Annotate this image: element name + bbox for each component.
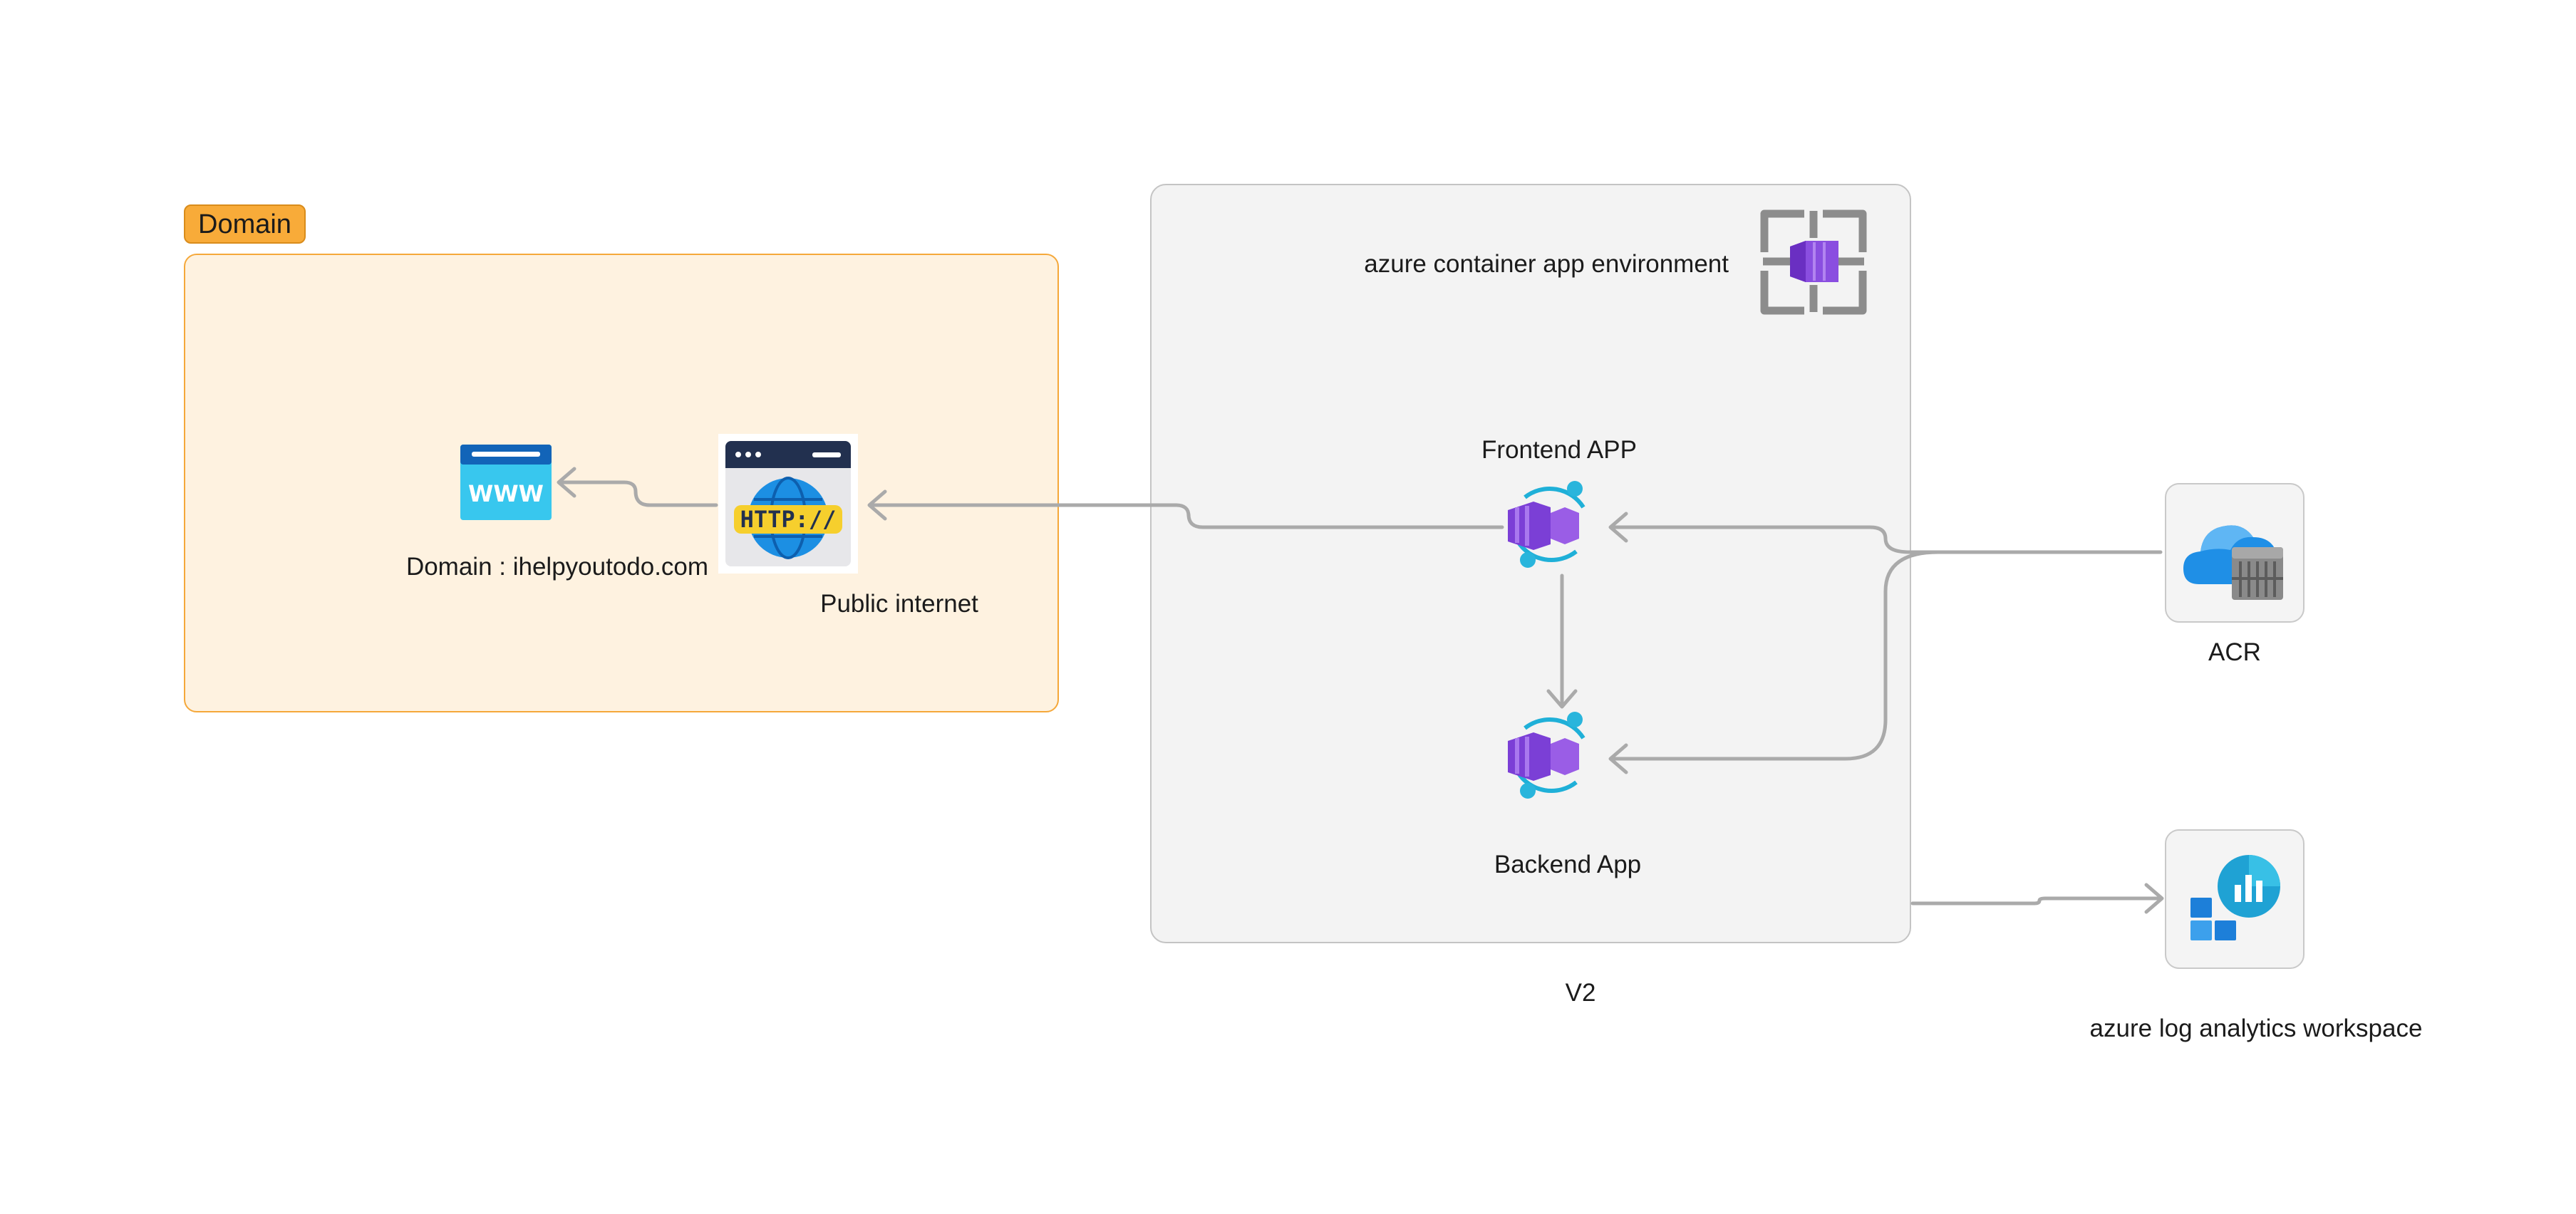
- acr-label: ACR: [2208, 638, 2261, 666]
- edge-acr-to-backend: [1610, 550, 1940, 761]
- svg-text:WWW: WWW: [468, 480, 544, 507]
- container-app-environment-icon: [1760, 209, 1867, 315]
- log-analytics-icon: [2190, 855, 2280, 940]
- edge-public-internet-to-www-arrow: [557, 467, 576, 498]
- edge-acr-to-frontend: [1610, 525, 2163, 554]
- svg-text:HTTP://: HTTP://: [740, 506, 837, 533]
- www-icon: WWW: [460, 445, 552, 520]
- edge-acr-to-backend-arrow: [1608, 743, 1628, 774]
- public-internet-label: Public internet: [820, 590, 978, 618]
- edge-environment-to-log-analytics: [1910, 896, 2163, 906]
- container-registry-icon: [2183, 525, 2283, 600]
- environment-version-label: V2: [1565, 979, 1596, 1007]
- log-analytics-tile: [2165, 829, 2305, 969]
- log-analytics-label: azure log analytics workspace: [2089, 1015, 2423, 1042]
- frontend-app-label: Frontend APP: [1481, 436, 1637, 464]
- frontend-container-app-icon: [1508, 481, 1586, 568]
- domain-group-tag: Domain: [184, 204, 306, 244]
- edge-frontend-to-backend-arrow: [1546, 689, 1578, 709]
- edge-frontend-to-public-internet: [869, 503, 1504, 529]
- edge-public-internet-to-www: [558, 480, 718, 507]
- edge-frontend-to-public-internet-arrow: [867, 489, 887, 521]
- backend-app-label: Backend App: [1494, 851, 1642, 878]
- www-label: Domain : ihelpyoutodo.com: [405, 553, 709, 581]
- http-globe-icon: HTTP://: [718, 434, 858, 574]
- edge-acr-to-frontend-arrow: [1608, 512, 1628, 543]
- acr-tile: [2165, 483, 2305, 623]
- environment-label: azure container app environment: [1364, 250, 1729, 278]
- backend-container-app-icon: [1508, 712, 1586, 799]
- edge-environment-to-log-analytics-arrow: [2144, 883, 2164, 914]
